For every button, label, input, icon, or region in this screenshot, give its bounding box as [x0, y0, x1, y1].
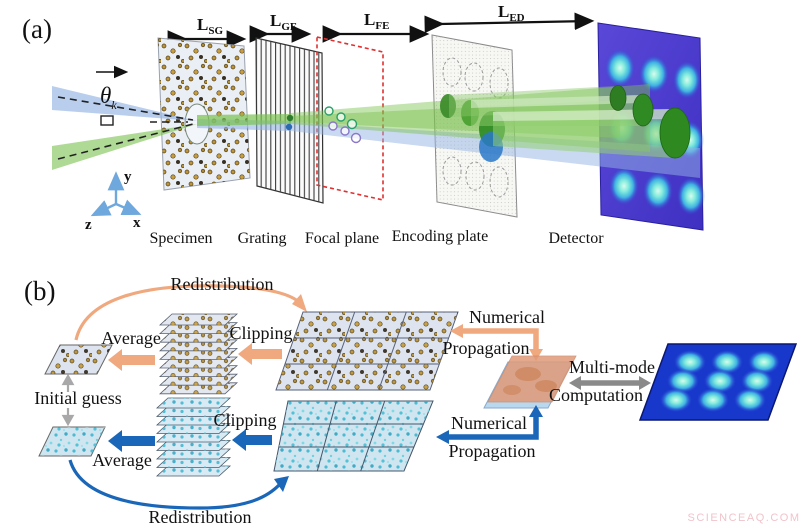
label-numerical-bottom: Numerical [451, 413, 527, 433]
blue-beam-axis-dashed [57, 96, 194, 121]
y-axis-label: y [124, 169, 132, 185]
label-clipping-top: Clipping [229, 323, 292, 343]
redistribution-curve-bottom [68, 459, 282, 510]
incident-wave-annotations: θk [57, 65, 194, 160]
tiled-plane-grid-top [285, 311, 449, 391]
label-LGF: LGF [270, 11, 297, 33]
object-estimate-tile [44, 344, 113, 375]
numerical-propagation-arrow-top [461, 328, 539, 350]
z-axis [90, 200, 117, 217]
redistribution-curve-bottom-arrowhead [274, 476, 289, 492]
label-clipping-bottom: Clipping [213, 410, 276, 430]
label-average-top: Average [101, 328, 161, 348]
cylinder-cap-medium [632, 93, 654, 127]
cylinder-cap-small [609, 85, 627, 111]
clipping-arrow-bottom [232, 429, 272, 451]
numerical-propagation-arrowhead-down [529, 349, 543, 361]
specimen-plate [157, 37, 251, 191]
focal-plane-outline [316, 35, 384, 202]
label-computation: Computation [549, 385, 643, 405]
label-redistribution-top: Redistribution [171, 274, 274, 294]
label-focal-plane: Focal plane [305, 230, 379, 247]
label-specimen: Specimen [149, 230, 212, 247]
label-LFE: LFE [364, 10, 389, 32]
label-grating: Grating [238, 230, 287, 247]
label-initial-guess: Initial guess [34, 388, 122, 408]
multi-mode-arrowhead-left [569, 376, 581, 390]
incoming-green-beam [52, 124, 197, 170]
encoding-dashed-ellipses [442, 57, 509, 198]
label-multi-mode: Multi-mode [569, 357, 655, 377]
label-propagation-top: Propagation [443, 338, 530, 358]
watermark: SCIENCEAQ.COM [687, 512, 800, 524]
object-mode-stack [159, 313, 238, 395]
measured-pattern-plate [638, 343, 798, 421]
x-axis [115, 199, 142, 216]
z-axis-label: z [85, 217, 92, 233]
label-propagation-bottom: Propagation [449, 441, 536, 461]
wave-packet-box [100, 115, 114, 126]
x-axis-label: x [133, 215, 141, 231]
clipping-arrow-top [238, 343, 282, 365]
arrow-LED [424, 12, 595, 34]
panel-b-label: (b) [24, 276, 55, 306]
panel-a-label: (a) [22, 14, 52, 44]
panel-a: (a) LSG LGF LFE LED [22, 2, 705, 247]
multi-mode-arrowhead-right [639, 376, 651, 390]
average-arrow-bottom [108, 430, 155, 452]
encoding-plane-estimate [483, 355, 577, 409]
label-redistribution-bottom: Redistribution [149, 507, 252, 527]
label-average-bottom: Average [92, 450, 152, 470]
panel-b: (b) Redistribution Average Clipping [24, 274, 798, 527]
component-labels: Specimen Grating Focal plane Encoding pl… [149, 228, 604, 247]
grating-blue-dot [285, 123, 293, 131]
green-band-specimen-grating [197, 114, 291, 126]
numerical-propagation-arrowhead-up [529, 405, 543, 417]
grating-green-dot [286, 114, 294, 122]
distance-arrows [167, 12, 595, 48]
green-beam-cylinders [449, 85, 691, 159]
tiled-plane-grid-bottom [278, 400, 424, 472]
label-LSG: LSG [197, 15, 223, 37]
cylinder-cap-large [659, 107, 691, 159]
object-tiled-plane [275, 311, 459, 391]
redistribution-curve-top-arrowhead [292, 294, 307, 312]
measured-pattern-blobs [660, 350, 780, 412]
probe-tiled-plane [273, 400, 434, 472]
label-detector: Detector [548, 230, 604, 247]
numerical-propagation-arrowhead-left [450, 324, 463, 338]
label-encoding-plate: Encoding plate [392, 228, 488, 245]
redistribution-curve-top [74, 284, 303, 341]
label-numerical-top: Numerical [469, 307, 545, 327]
focal-plane-spots [324, 106, 362, 144]
probe-estimate-tile [38, 426, 106, 457]
average-arrow-top [108, 349, 155, 371]
initial-guess-arrows [61, 373, 75, 427]
label-LED: LED [498, 2, 525, 24]
numerical-propagation-arrowhead-left-bottom [436, 430, 449, 444]
coordinate-axes: y x z [85, 169, 142, 233]
theta-k-label: θk [100, 83, 117, 112]
numerical-propagation-arrow-bottom [447, 414, 539, 440]
incoming-blue-beam [52, 86, 197, 121]
